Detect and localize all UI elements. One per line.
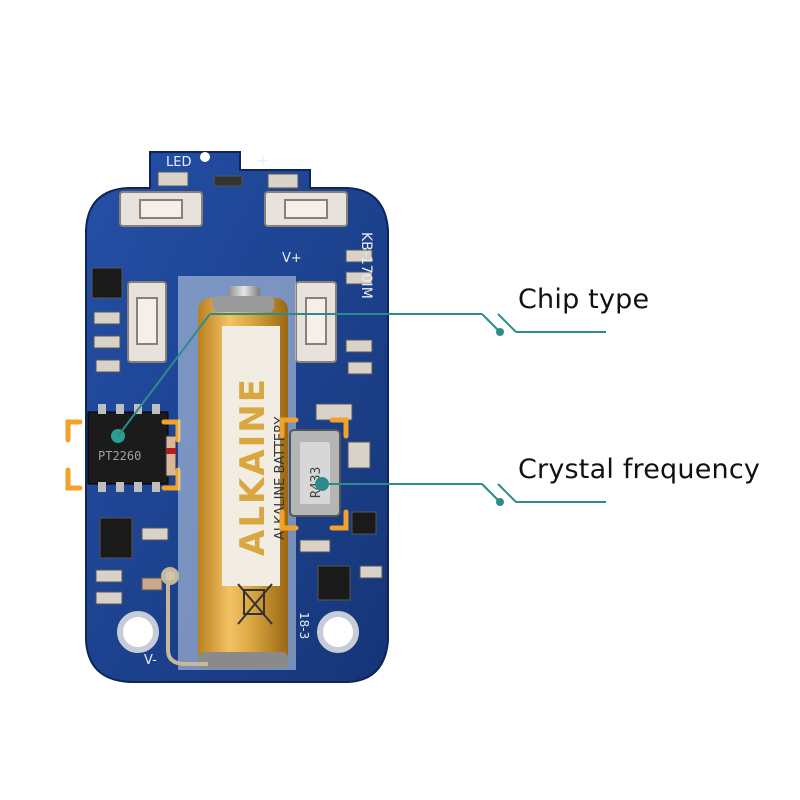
chip-marking: PT2260 xyxy=(98,449,141,463)
callout-label-chip-type: Chip type xyxy=(518,284,650,315)
battery-spring xyxy=(161,567,208,666)
silkscreen-board-model: KB-170IM xyxy=(358,232,374,299)
mounting-hole-left xyxy=(117,611,159,653)
smd-components xyxy=(91,171,383,605)
mounting-hole-right xyxy=(317,611,359,653)
callout-line-crystal xyxy=(315,477,606,506)
silkscreen-vminus: V- xyxy=(144,653,157,668)
silkscreen-led: LED xyxy=(166,155,191,170)
crystal-resonator: R433 xyxy=(289,429,341,517)
battery-brand: ALKAINE xyxy=(233,377,273,556)
recycle-icon xyxy=(237,583,273,625)
tactile-buttons xyxy=(119,191,348,363)
silkscreen-vplus: V+ xyxy=(282,251,302,266)
callout-line-chip xyxy=(117,313,606,437)
crystal-highlight-brackets xyxy=(279,417,349,531)
aa-battery: ALKAINE ALKALINE BATTERY xyxy=(178,276,296,670)
battery-small-text: ALKALINE BATTERY xyxy=(273,417,288,540)
silkscreen-plus: + xyxy=(256,151,269,170)
silkscreen-date: 18-3 xyxy=(297,612,311,639)
callout-label-crystal-frequency: Crystal frequency xyxy=(518,454,761,485)
